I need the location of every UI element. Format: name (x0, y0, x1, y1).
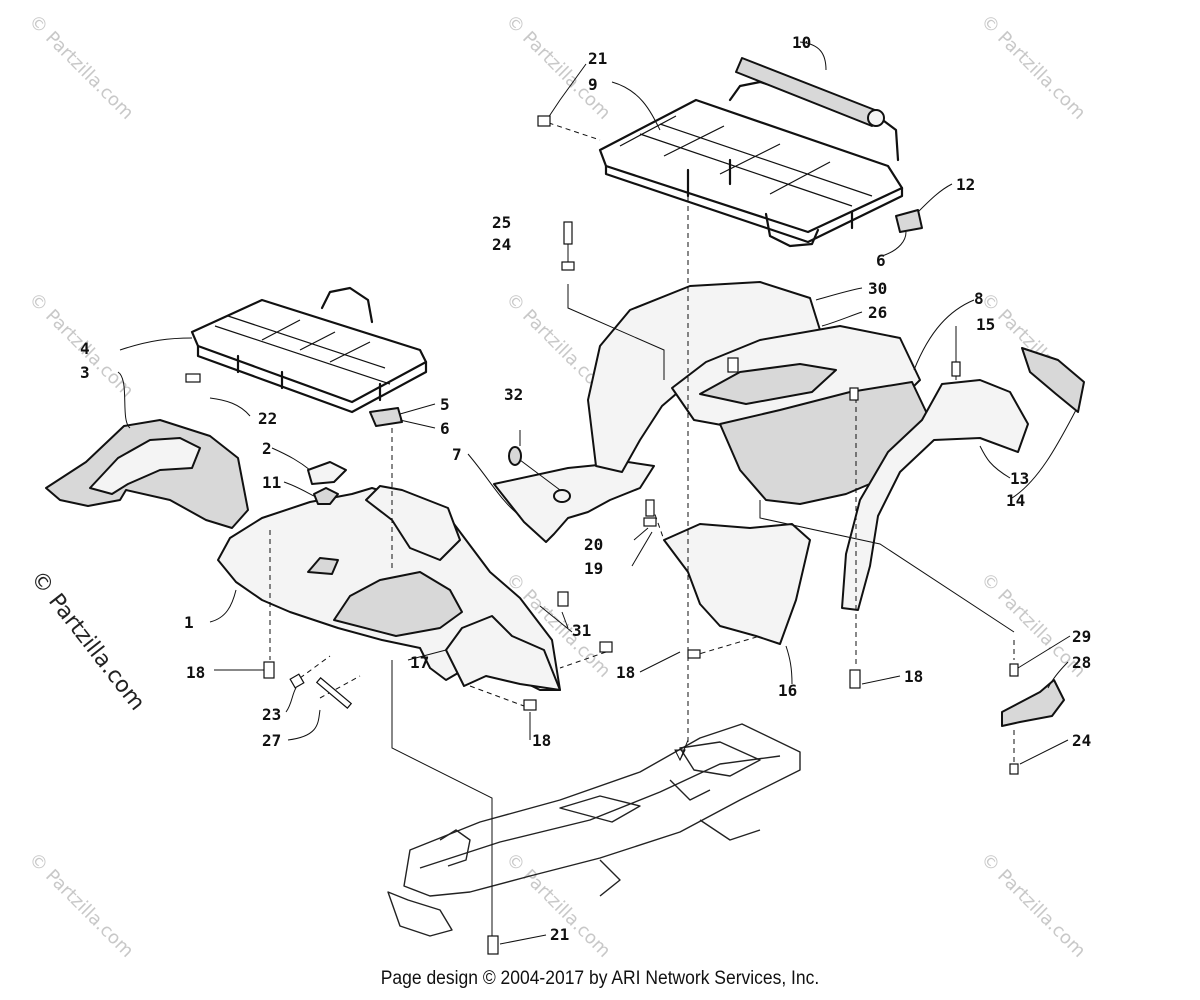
rear-side-panel (663, 523, 811, 645)
front-panel (493, 461, 655, 543)
callout-26: 26 (868, 303, 887, 322)
callout-17: 17 (410, 653, 429, 672)
callout-25: 25 (492, 213, 511, 232)
callout-9: 9 (588, 75, 598, 94)
callout-28: 28 (1072, 653, 1091, 672)
panel-grommet (508, 446, 522, 466)
callout-14: 14 (1006, 491, 1025, 510)
chassis-frame (387, 723, 801, 937)
watermark-text: © Partzilla.com (976, 849, 1089, 962)
footer-copyright: Page design © 2004-2017 by ARI Network S… (380, 968, 820, 989)
callout-labels: 1 2 3 4 5 6 6 7 8 9 10 11 12 13 14 15 16… (80, 33, 1091, 944)
callout-10: 10 (792, 33, 811, 52)
front-mud-flap (445, 615, 561, 691)
filler-pad (313, 487, 339, 505)
watermark-text: © Partzilla.com (976, 11, 1089, 124)
callout-11: 11 (262, 473, 281, 492)
callout-8: 8 (974, 289, 984, 308)
callout-18-b: 18 (532, 731, 551, 750)
watermark-text: © Partzilla.com (24, 849, 137, 962)
callout-16: 16 (778, 681, 797, 700)
callout-21-top: 21 (588, 49, 607, 68)
callout-32: 32 (504, 385, 523, 404)
callout-23: 23 (262, 705, 281, 724)
callout-5: 5 (440, 395, 450, 414)
callout-24-top: 24 (492, 235, 511, 254)
callout-22: 22 (258, 409, 277, 428)
front-rack-mount-bracket (369, 407, 403, 427)
watermark-text: © Partzilla.com (501, 849, 614, 962)
callout-13: 13 (1010, 469, 1029, 488)
callout-15: 15 (976, 315, 995, 334)
callout-2: 2 (262, 439, 272, 458)
callout-31: 31 (572, 621, 591, 640)
callout-20: 20 (584, 535, 603, 554)
callout-18-a: 18 (186, 663, 205, 682)
callout-1: 1 (184, 613, 194, 632)
callout-29: 29 (1072, 627, 1091, 646)
callout-3: 3 (80, 363, 90, 382)
watermark-text: © Partzilla.com (24, 11, 137, 124)
rack-bar-tube (735, 57, 885, 127)
watermark-primary: © Partzilla.com (25, 566, 149, 715)
rear-flap-piece (1021, 347, 1085, 413)
footrest-bracket (1001, 679, 1065, 727)
callout-18-c: 18 (616, 663, 635, 682)
front-inner-fender (45, 419, 249, 529)
front-rack (190, 286, 428, 414)
fasteners (185, 115, 1019, 955)
rack-mount-bracket (895, 209, 923, 233)
callout-7: 7 (452, 445, 462, 464)
callout-12: 12 (956, 175, 975, 194)
callout-21-bottom: 21 (550, 925, 569, 944)
callout-6-rear: 6 (876, 251, 886, 270)
callout-18-d: 18 (904, 667, 923, 686)
callout-30: 30 (868, 279, 887, 298)
callout-19: 19 (584, 559, 603, 578)
fuel-cap-cover (307, 461, 347, 485)
callout-4: 4 (80, 339, 90, 358)
callout-27: 27 (262, 731, 281, 750)
tray-recess (699, 363, 837, 405)
rear-fender-flare (841, 379, 1029, 611)
callout-24-bottom: 24 (1072, 731, 1091, 750)
panel-hole (553, 489, 571, 503)
callout-6-front: 6 (440, 419, 450, 438)
